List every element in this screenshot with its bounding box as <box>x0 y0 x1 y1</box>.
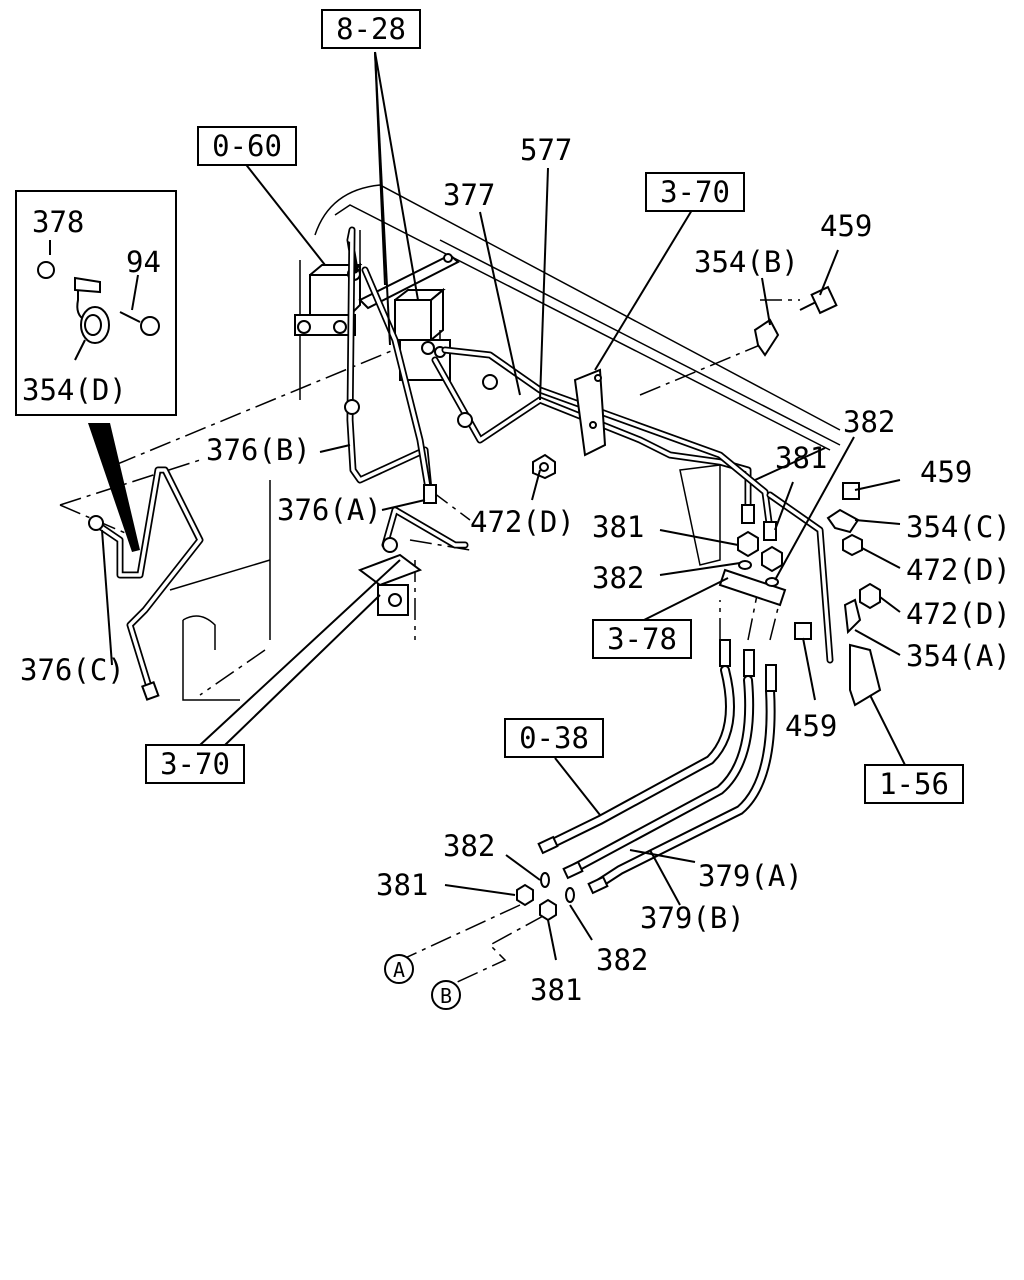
clip-icon <box>753 318 780 357</box>
callout-b-label: B <box>440 984 452 1008</box>
label-379a: 379(A) <box>698 859 803 893</box>
label-354b: 354(B) <box>694 245 799 279</box>
ref-0-38[interactable]: 0-38 <box>504 718 604 758</box>
label-459-top: 459 <box>820 209 872 243</box>
bolt-icon <box>794 622 812 640</box>
label-94: 94 <box>126 245 161 279</box>
label-472d-mid: 472(D) <box>470 505 575 539</box>
label-382-bot: 382 <box>596 943 648 977</box>
label-381-low: 381 <box>376 868 428 902</box>
label-459-bot: 459 <box>785 709 837 743</box>
clip-354b <box>753 285 838 357</box>
ref-1-56[interactable]: 1-56 <box>864 764 964 804</box>
label-354d: 354(D) <box>22 373 127 407</box>
ref-0-38-label: 0-38 <box>519 721 589 755</box>
clip-icon <box>826 508 860 534</box>
bracket-3-70 <box>532 368 607 480</box>
ref-8-28-label: 8-28 <box>336 12 406 46</box>
callout-b[interactable]: B <box>431 980 461 1010</box>
label-376c: 376(C) <box>20 653 125 687</box>
callout-a-label: A <box>393 958 405 982</box>
pipe-376c <box>88 466 204 701</box>
ref-3-78[interactable]: 3-78 <box>592 619 692 659</box>
label-577: 577 <box>520 133 572 167</box>
nut-icon <box>859 582 881 610</box>
inset-detail <box>15 190 177 416</box>
washer-icon <box>540 872 550 888</box>
pipe-377-577 <box>344 226 834 664</box>
label-377: 377 <box>443 178 495 212</box>
washer-icon <box>738 560 752 570</box>
inset-pointer <box>88 423 140 552</box>
label-376b: 376(B) <box>206 433 311 467</box>
callout-leaders <box>101 51 906 961</box>
ref-0-60-label: 0-60 <box>212 129 282 163</box>
nut-icon <box>37 261 55 279</box>
label-459-right: 459 <box>920 455 972 489</box>
bracket-icon <box>573 368 607 457</box>
bolt-icon <box>810 285 838 315</box>
nut-icon <box>842 533 863 557</box>
bracket-icon <box>849 643 882 707</box>
label-354a: 354(A) <box>906 639 1011 673</box>
label-472d-r1: 472(D) <box>906 553 1011 587</box>
part-labels: 577 377 459 354(B) 378 94 354(D) 376(B) … <box>20 133 1011 1007</box>
label-381-bot: 381 <box>530 973 582 1007</box>
hose-icon <box>719 639 731 667</box>
ref-8-28[interactable]: 8-28 <box>321 9 421 49</box>
valve-icon <box>394 299 432 341</box>
ref-3-70-top-label: 3-70 <box>660 175 730 209</box>
label-376a: 376(A) <box>277 493 382 527</box>
ref-3-78-label: 3-78 <box>607 622 677 656</box>
ref-3-70-top[interactable]: 3-70 <box>645 172 745 212</box>
label-379b: 379(B) <box>640 901 745 935</box>
nut-icon <box>737 530 759 558</box>
label-472d-r2: 472(D) <box>906 597 1011 631</box>
ref-3-70-bottom[interactable]: 3-70 <box>145 744 245 784</box>
right-fasteners <box>794 482 882 707</box>
pipe-376a <box>357 506 469 616</box>
bracket-3-78 <box>718 530 787 607</box>
ref-0-60[interactable]: 0-60 <box>197 126 297 166</box>
label-378: 378 <box>32 205 84 239</box>
label-382-mid: 382 <box>592 561 644 595</box>
hoses <box>516 639 777 922</box>
washer-icon <box>565 887 575 903</box>
ref-1-56-label: 1-56 <box>879 767 949 801</box>
label-381-top: 381 <box>775 441 827 475</box>
chassis-frame <box>169 184 841 701</box>
label-381-mid: 381 <box>592 510 644 544</box>
nut-icon <box>761 545 783 573</box>
label-382-low: 382 <box>443 829 495 863</box>
clip-icon <box>843 598 862 635</box>
nut-icon <box>539 898 557 922</box>
bolt-icon <box>140 316 160 336</box>
label-354c: 354(C) <box>906 510 1011 544</box>
bolt-icon <box>842 482 860 500</box>
nut-icon <box>516 883 534 907</box>
valve-icon <box>309 274 351 316</box>
ref-3-70-bottom-label: 3-70 <box>160 747 230 781</box>
label-382-top: 382 <box>843 405 895 439</box>
callout-a[interactable]: A <box>384 954 414 984</box>
